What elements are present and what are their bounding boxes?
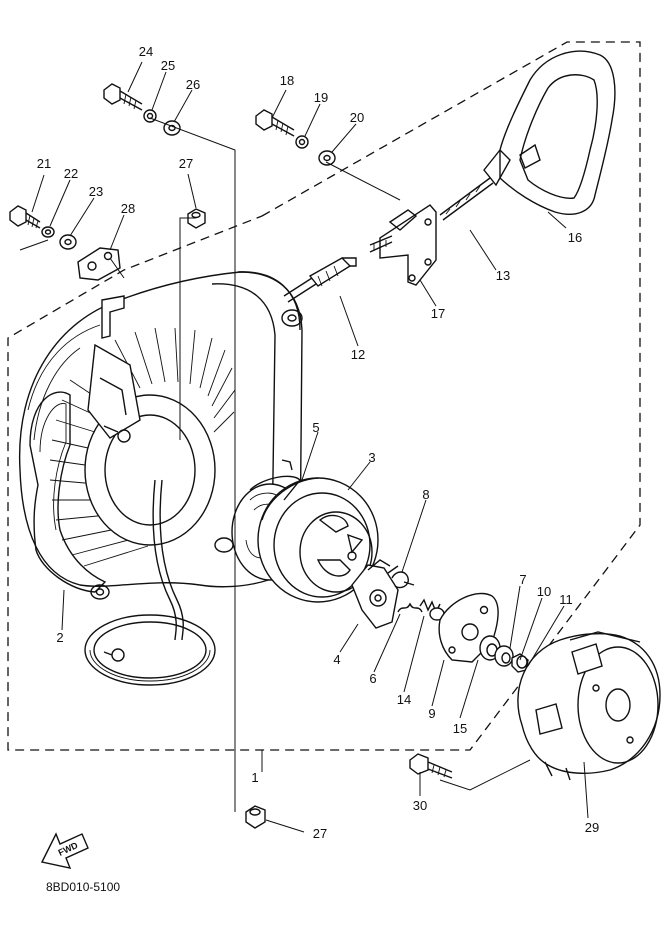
cup-bolt	[409, 753, 453, 779]
drawing-code: 8BD010-5100	[46, 880, 120, 894]
callout-3: 3	[368, 450, 375, 465]
callout-17: 17	[431, 306, 445, 321]
center-nut	[516, 655, 528, 669]
fwd-arrow-icon: FWD	[40, 832, 89, 869]
assembly-boundary	[7, 41, 641, 751]
callout-18: 18	[280, 73, 294, 88]
handle-rope	[439, 177, 491, 216]
callout-6: 6	[369, 671, 376, 686]
callout-27-bottom: 27	[313, 826, 327, 841]
callout-12: 12	[351, 347, 365, 362]
callout-13: 13	[496, 268, 510, 283]
starter-housing	[18, 271, 303, 600]
drive-pulley	[231, 477, 379, 603]
callout-21: 21	[37, 156, 51, 171]
callout-23: 23	[89, 184, 103, 199]
callout-20: 20	[350, 110, 364, 125]
callout-4: 4	[333, 652, 340, 667]
callout-11: 11	[559, 592, 573, 607]
nut	[187, 208, 206, 229]
return-spring	[387, 565, 415, 589]
bolt	[103, 83, 143, 111]
callout-10: 10	[537, 584, 551, 599]
callout-24: 24	[139, 44, 153, 59]
callout-7: 7	[519, 572, 526, 587]
callout-leaders	[31, 61, 589, 833]
spring-washer	[41, 226, 55, 238]
callout-19: 19	[314, 90, 328, 105]
spring-washer	[295, 135, 309, 149]
callout-9: 9	[428, 706, 435, 721]
callout-30: 30	[413, 798, 427, 813]
callout-27-top: 27	[179, 156, 193, 171]
callout-15: 15	[453, 721, 467, 736]
spring	[397, 602, 423, 613]
plate	[77, 247, 121, 281]
callout-14: 14	[397, 692, 411, 707]
spring-washer	[143, 109, 157, 123]
bolt	[255, 109, 295, 137]
callout-25: 25	[161, 58, 175, 73]
callout-26: 26	[186, 77, 200, 92]
starter-cup	[517, 631, 661, 781]
starter-rope	[84, 479, 216, 686]
bolt	[9, 205, 41, 229]
rope-guide-bracket	[101, 295, 125, 339]
alignment-lines	[19, 117, 531, 812]
shaft	[283, 257, 357, 303]
callout-1: 1	[251, 770, 258, 785]
washer	[494, 645, 514, 667]
callout-5: 5	[312, 420, 319, 435]
spiral-spring	[249, 475, 301, 501]
nut	[245, 805, 266, 829]
ratchet	[351, 559, 399, 629]
callout-22: 22	[64, 166, 78, 181]
callout-8: 8	[422, 487, 429, 502]
callout-28: 28	[121, 201, 135, 216]
plain-washer	[318, 150, 336, 166]
rope-guide	[369, 204, 437, 286]
callout-2: 2	[56, 630, 63, 645]
gasket	[29, 391, 107, 593]
starter-handle	[483, 50, 616, 215]
callout-16: 16	[568, 230, 582, 245]
plain-washer	[59, 234, 77, 250]
callout-29: 29	[585, 820, 599, 835]
